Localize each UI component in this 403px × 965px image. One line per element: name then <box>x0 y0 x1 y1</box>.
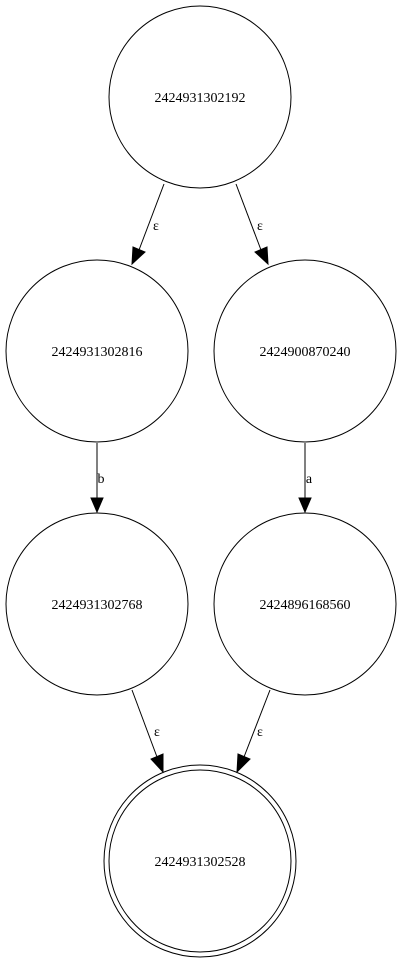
state-circle <box>108 5 292 189</box>
edge-n3-n5: a <box>298 443 313 514</box>
state-node-n4: 2424931302768 <box>5 512 189 696</box>
state-node-n2: 2424931302816 <box>5 259 189 443</box>
arrow-head <box>298 497 312 514</box>
edge-n5-n6: ε <box>236 689 271 774</box>
edge-n2-n4: b <box>90 443 105 514</box>
state-node-n3: 2424900870240 <box>213 259 397 443</box>
edge-label: a <box>306 472 313 487</box>
edge-n1-n3: ε <box>235 183 269 266</box>
state-label: 2424931302816 <box>52 345 143 360</box>
edge-label: ε <box>257 219 263 234</box>
arrow-head <box>236 753 251 774</box>
edge-label: ε <box>154 725 160 740</box>
edge-line <box>243 689 271 758</box>
arrow-head <box>254 246 269 266</box>
edge-label: ε <box>257 725 263 740</box>
edge-label: b <box>98 472 105 487</box>
state-label: 2424931302528 <box>155 855 246 870</box>
state-label: 2424931302768 <box>52 598 143 613</box>
state-node-n1: 2424931302192 <box>108 5 292 189</box>
state-circle <box>5 259 189 443</box>
state-node-n5: 2424896168560 <box>213 512 397 696</box>
edge-line <box>235 183 262 251</box>
arrow-head <box>90 497 104 514</box>
state-label: 2424896168560 <box>260 598 351 613</box>
state-circle-outer <box>103 764 297 958</box>
state-label: 2424900870240 <box>260 345 351 360</box>
accepting-state-node-n6: 2424931302528 <box>103 764 297 958</box>
state-circle <box>213 512 397 696</box>
state-circle <box>213 259 397 443</box>
arrow-head <box>150 753 164 774</box>
arrow-head <box>131 246 146 266</box>
edge-n4-n6: ε <box>131 689 164 774</box>
state-circle-inner <box>108 769 292 953</box>
edge-n1-n2: ε <box>131 183 165 266</box>
state-circle <box>5 512 189 696</box>
state-label: 2424931302192 <box>155 91 246 106</box>
edge-label: ε <box>153 219 159 234</box>
edge-line <box>131 689 158 758</box>
edge-line <box>138 183 165 251</box>
